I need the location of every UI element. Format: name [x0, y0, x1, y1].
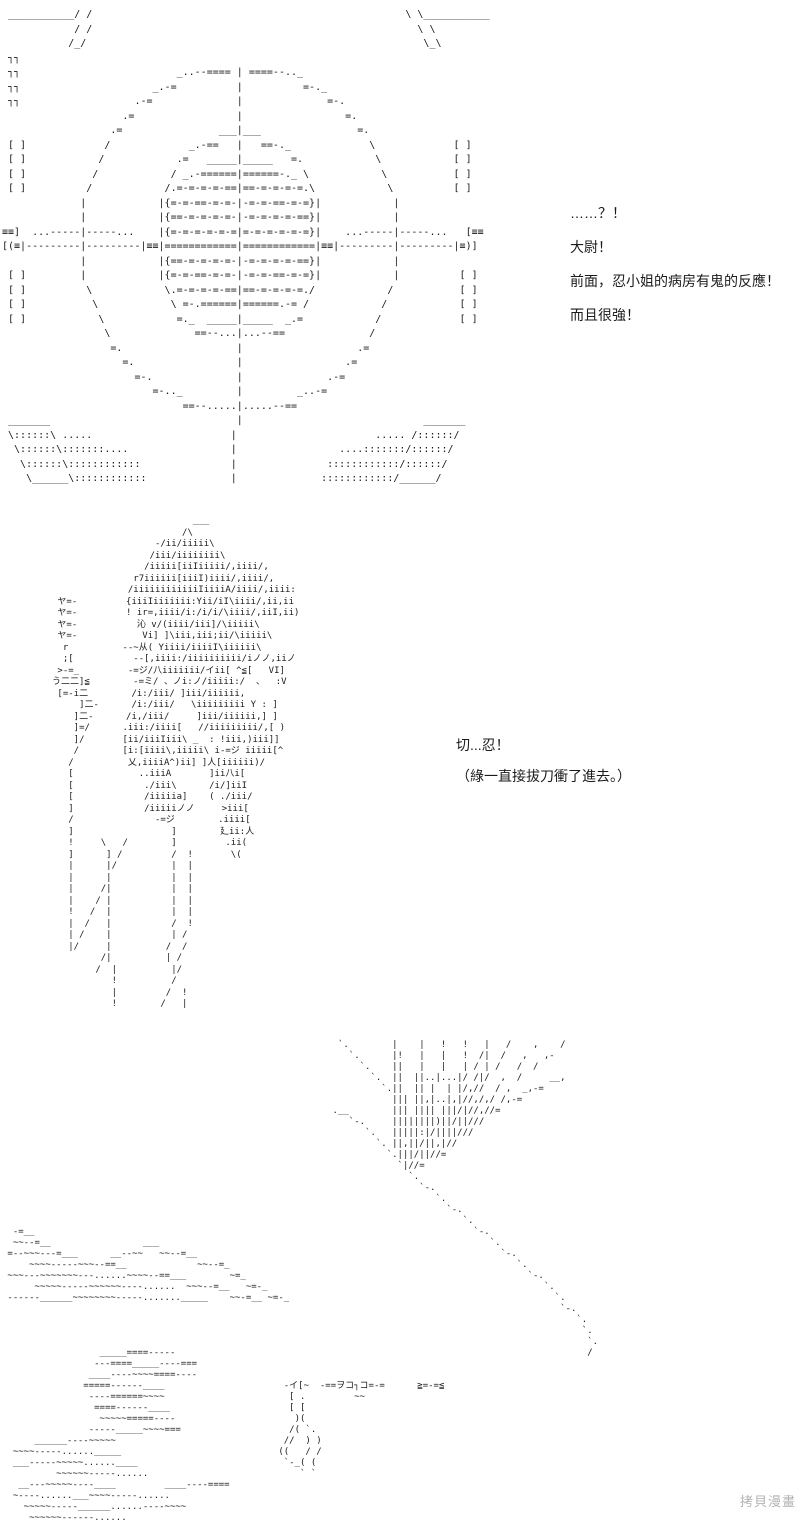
panel3-action-ascii-art: `. | | ! ! | / , / `. |! | | ! /| / , ,-: [7, 1040, 599, 1523]
panel2-character-ascii-art: ___ /\ -/ii/iiiii\ /iii/iiiiiiii\ /iiiii…: [52, 516, 300, 1009]
site-watermark: 拷貝漫畫: [740, 1494, 797, 1509]
panel1-scope-ascii-art: ___________/ / \ \___________ / / \ \ /_…: [2, 9, 490, 484]
panel2-dialogue-text: 切...忍！ （綠一直接拔刀衝了進去。）: [456, 737, 631, 784]
panel1-dialogue-text: ……？！ 大尉！ 前面，忍小姐的病房有鬼的反應！ 而且很強！: [570, 205, 780, 323]
